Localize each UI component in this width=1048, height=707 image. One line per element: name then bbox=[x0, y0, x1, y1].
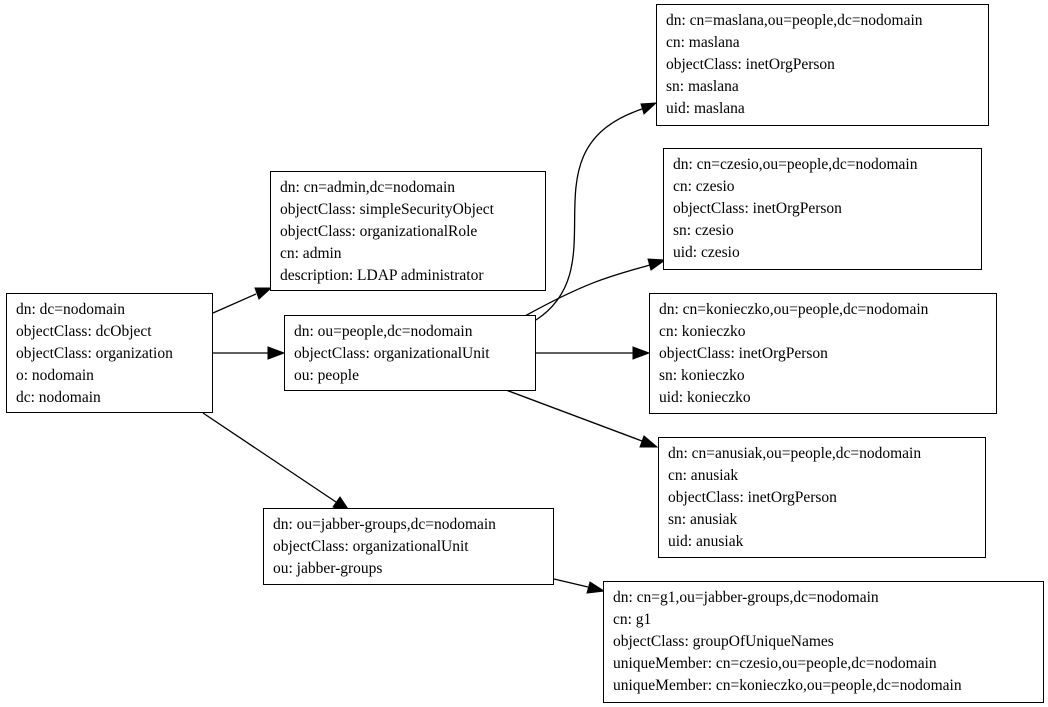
node-czesio-line-5: uid: czesio bbox=[673, 244, 740, 261]
node-ou-people[interactable]: dn: ou=people,dc=nodomain objectClass: o… bbox=[284, 315, 536, 391]
node-cn-konieczko[interactable]: dn: cn=konieczko,ou=people,dc=nodomain c… bbox=[649, 293, 997, 414]
node-konieczko-line-4: sn: konieczko bbox=[659, 367, 745, 384]
node-jabber-groups-line-3: ou: jabber-groups bbox=[273, 560, 383, 577]
node-people-line-1: dn: ou=people,dc=nodomain bbox=[294, 323, 473, 340]
node-konieczko-line-3: objectClass: inetOrgPerson bbox=[659, 345, 828, 362]
node-root-line-1: dn: dc=nodomain bbox=[16, 301, 126, 318]
node-admin-line-5: description: LDAP administrator bbox=[280, 267, 484, 284]
edge-root-to-admin bbox=[212, 293, 257, 314]
node-admin[interactable]: dn: cn=admin,dc=nodomain objectClass: si… bbox=[270, 171, 546, 291]
node-anusiak-line-5: uid: anusiak bbox=[668, 533, 744, 550]
node-admin-line-3: objectClass: organizationalRole bbox=[280, 223, 478, 240]
arrowhead-people-to-konieczko bbox=[632, 346, 651, 360]
arrowhead-jabber-groups-to-g1 bbox=[586, 581, 606, 594]
node-konieczko-line-2: cn: konieczko bbox=[659, 323, 746, 340]
node-maslana-line-4: sn: maslana bbox=[666, 78, 739, 95]
node-maslana-line-1: dn: cn=maslana,ou=people,dc=nodomain bbox=[666, 12, 923, 29]
node-admin-line-2: objectClass: simpleSecurityObject bbox=[280, 201, 494, 218]
node-czesio-line-2: cn: czesio bbox=[673, 178, 735, 195]
edge-jabber-groups-to-g1 bbox=[553, 578, 589, 588]
node-root-dc-nodomain[interactable]: dn: dc=nodomain objectClass: dcObject ob… bbox=[6, 293, 213, 413]
node-people-line-2: objectClass: organizationalUnit bbox=[294, 345, 490, 362]
node-konieczko-line-5: uid: konieczko bbox=[659, 389, 751, 406]
node-anusiak-line-1: dn: cn=anusiak,ou=people,dc=nodomain bbox=[668, 445, 922, 462]
node-jabber-groups-line-1: dn: ou=jabber-groups,dc=nodomain bbox=[273, 516, 496, 533]
node-ou-jabber-groups[interactable]: dn: ou=jabber-groups,dc=nodomain objectC… bbox=[263, 508, 554, 585]
edge-people-to-czesio bbox=[524, 264, 651, 317]
node-anusiak-line-3: objectClass: inetOrgPerson bbox=[668, 489, 837, 506]
node-cn-maslana[interactable]: dn: cn=maslana,ou=people,dc=nodomain cn:… bbox=[656, 4, 989, 126]
node-cn-anusiak[interactable]: dn: cn=anusiak,ou=people,dc=nodomain cn:… bbox=[658, 437, 986, 558]
node-czesio-line-1: dn: cn=czesio,ou=people,dc=nodomain bbox=[673, 156, 918, 173]
node-czesio-line-4: sn: czesio bbox=[673, 222, 734, 239]
edge-root-to-jabber-groups bbox=[202, 412, 337, 503]
arrowhead-people-to-anusiak bbox=[639, 435, 659, 448]
arrowhead-root-to-admin bbox=[254, 287, 273, 300]
node-g1-line-4: uniqueMember: cn=czesio,ou=people,dc=nod… bbox=[613, 655, 937, 672]
node-admin-line-4: cn: admin bbox=[280, 245, 342, 262]
node-g1-line-2: cn: g1 bbox=[613, 611, 652, 628]
node-cn-czesio[interactable]: dn: cn=czesio,ou=people,dc=nodomain cn: … bbox=[663, 148, 982, 270]
edge-people-to-anusiak bbox=[505, 389, 643, 442]
arrowhead-root-to-people bbox=[267, 346, 286, 360]
node-root-line-2: objectClass: dcObject bbox=[16, 323, 152, 340]
node-anusiak-line-2: cn: anusiak bbox=[668, 467, 739, 484]
node-root-line-3: objectClass: organization bbox=[16, 345, 173, 362]
node-jabber-groups-line-2: objectClass: organizationalUnit bbox=[273, 538, 469, 555]
node-g1-line-5: uniqueMember: cn=konieczko,ou=people,dc=… bbox=[613, 677, 962, 694]
arrowhead-people-to-maslana bbox=[640, 102, 658, 115]
node-cn-g1[interactable]: dn: cn=g1,ou=jabber-groups,dc=nodomain c… bbox=[603, 581, 1044, 703]
arrowhead-people-to-czesio bbox=[647, 258, 667, 271]
edge-people-to-maslana bbox=[535, 108, 643, 321]
node-czesio-line-3: objectClass: inetOrgPerson bbox=[673, 200, 842, 217]
node-g1-line-3: objectClass: groupOfUniqueNames bbox=[613, 633, 834, 650]
node-admin-line-1: dn: cn=admin,dc=nodomain bbox=[280, 179, 456, 196]
node-maslana-line-3: objectClass: inetOrgPerson bbox=[666, 56, 835, 73]
node-root-line-5: dc: nodomain bbox=[16, 389, 101, 406]
node-konieczko-line-1: dn: cn=konieczko,ou=people,dc=nodomain bbox=[659, 301, 929, 318]
node-anusiak-line-4: sn: anusiak bbox=[668, 511, 738, 528]
node-maslana-line-5: uid: maslana bbox=[666, 100, 745, 117]
node-root-line-4: o: nodomain bbox=[16, 367, 94, 384]
node-people-line-3: ou: people bbox=[294, 367, 359, 384]
node-g1-line-1: dn: cn=g1,ou=jabber-groups,dc=nodomain bbox=[613, 589, 879, 606]
node-maslana-line-2: cn: maslana bbox=[666, 34, 740, 51]
